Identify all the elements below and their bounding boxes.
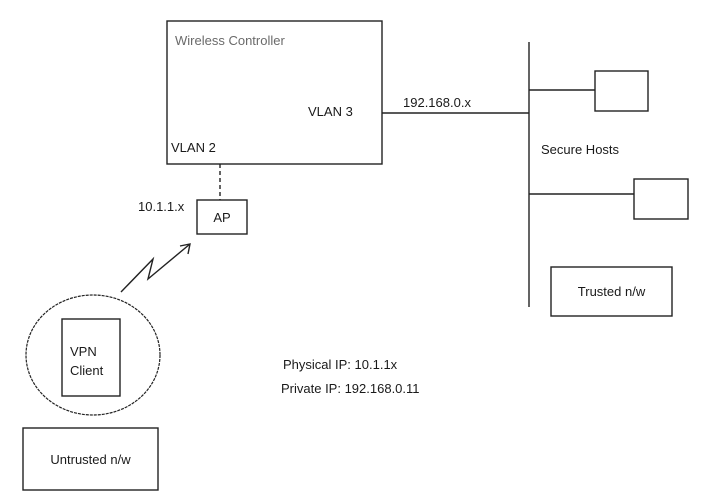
wireless-arrowhead-icon — [179, 243, 191, 255]
trusted-network-box — [550, 266, 673, 317]
secure-host-2-box — [633, 178, 689, 220]
vpn-client-line1-label: VPN — [70, 344, 97, 359]
untrusted-network-label: Untrusted n/w — [50, 452, 131, 467]
controller-title-label: Wireless Controller — [175, 33, 285, 48]
secure-host-1-box — [594, 70, 649, 112]
vpn-client-box — [61, 318, 121, 397]
trusted-network-label: Trusted n/w — [577, 284, 646, 299]
vlan2-label: VLAN 2 — [171, 140, 216, 155]
secure-hosts-label: Secure Hosts — [541, 142, 620, 157]
private-ip-label: Private IP: 192.168.0.11 — [281, 381, 420, 396]
access-point-box — [196, 199, 248, 235]
wireless-controller-box — [166, 20, 383, 165]
vpn-client-line2-label: Client — [70, 363, 104, 378]
trusted-subnet-label: 192.168.0.x — [403, 95, 471, 110]
ap-subnet-label: 10.1.1.x — [138, 199, 185, 214]
ap-label: AP — [213, 210, 231, 225]
wireless-signal-icon — [120, 243, 191, 293]
untrusted-network-box — [22, 427, 159, 491]
physical-ip-label: Physical IP: 10.1.1x — [283, 357, 398, 372]
vlan3-label: VLAN 3 — [308, 104, 353, 119]
